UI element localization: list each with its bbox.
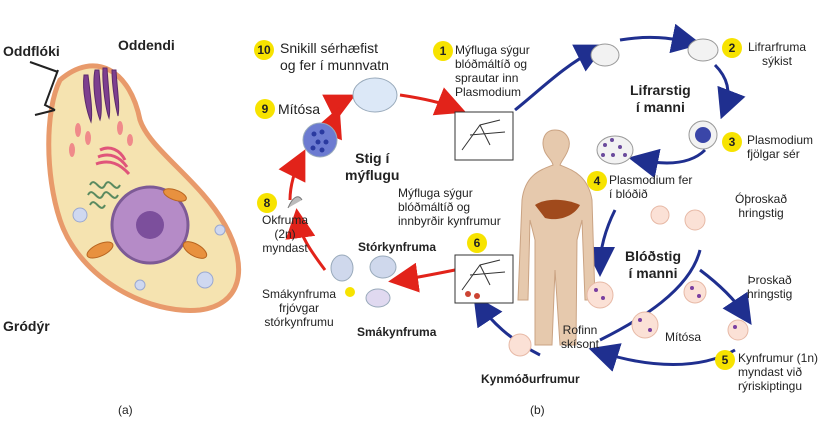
gametocytes-label: Kynmóðurfrumur <box>481 372 580 386</box>
microgamete-label: Smákynfruma <box>357 325 437 339</box>
step-badge-8: 8 <box>257 193 277 213</box>
blood-mitosis-label: Mítósa <box>665 330 702 344</box>
step-5-text: Kynfrumur (1n)myndast við rýriskiptingu <box>738 351 819 393</box>
step-badge-2: 2 <box>722 38 742 58</box>
apicomplexan-cell-illustration <box>29 61 242 313</box>
step-badge-9: 9 <box>255 99 275 119</box>
flagellum-label: Oddflóki <box>3 43 60 59</box>
step-8-text: Okfruma(2n) myndast <box>262 213 309 255</box>
step-badge-5: 5 <box>715 350 735 370</box>
step-badge-1: 1 <box>433 41 453 61</box>
step-badge-10: 10 <box>254 40 274 60</box>
step-badge-3: 3 <box>722 132 742 152</box>
panel-a-caption: (a) <box>118 403 133 417</box>
step-badge-6: 6 <box>467 233 487 253</box>
macrogamete-label: Stórkynfruma <box>358 240 437 254</box>
step-badge-4: 4 <box>587 171 607 191</box>
panel-b-caption: (b) <box>530 403 545 417</box>
apical-end-label: Oddendi <box>118 37 175 53</box>
protozoa-label: Gródýr <box>3 318 50 334</box>
step-9-text: Mítósa <box>278 101 321 117</box>
